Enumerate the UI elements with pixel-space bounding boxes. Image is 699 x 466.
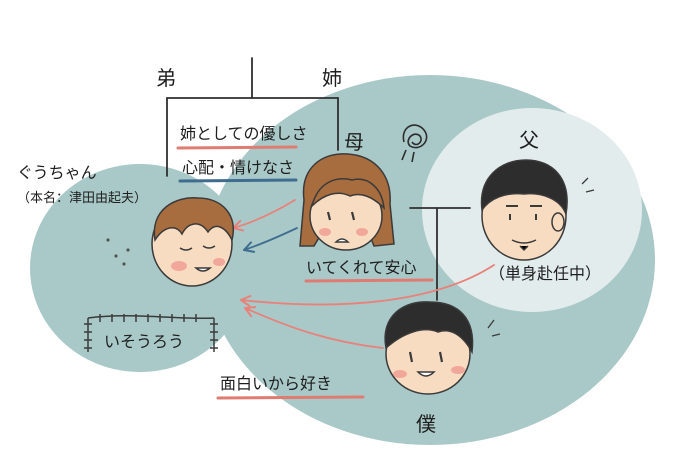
arrow-worry <box>243 227 298 253</box>
arrow-relief <box>240 264 495 307</box>
underline-kindness <box>176 145 298 150</box>
father-mark-icon <box>581 177 595 193</box>
arrow-kindness <box>232 199 296 232</box>
me-face <box>384 301 474 395</box>
feeling-underlines <box>176 145 434 400</box>
feeling-sister-worry: 心配・情けなさ <box>182 158 295 177</box>
underline-fun <box>216 395 365 400</box>
guchan-face <box>151 197 234 287</box>
father-label: 父 <box>519 128 539 152</box>
feeling-me-fun: 面白いから好き <box>220 374 333 393</box>
father-status-label: （単身赴任中） <box>489 264 602 283</box>
feeling-sister-kindness: 姉としての優しさ <box>180 124 308 143</box>
sweat-marks-icon <box>106 238 130 266</box>
scribble-worry-icon <box>401 124 428 163</box>
feeling-arrows <box>232 199 495 349</box>
me-label: 僕 <box>416 412 436 436</box>
sister-label: 姉 <box>322 66 342 90</box>
father-face <box>480 159 568 261</box>
brother-label: 弟 <box>156 66 176 90</box>
feeling-mother-relief: いてくれて安心 <box>306 258 417 277</box>
underline-worry <box>178 178 298 183</box>
mother-label: 母 <box>344 130 364 154</box>
guchan-status-frame <box>84 314 218 352</box>
guchan-real-name-label: （本名：津田由起夫） <box>17 191 148 206</box>
underline-relief <box>304 278 434 283</box>
guchan-status-label: いそうろう <box>104 332 185 351</box>
me-mark-icon <box>487 319 501 337</box>
mother-face <box>299 153 395 251</box>
arrow-fun <box>244 306 384 349</box>
family-tree-lines <box>166 57 471 301</box>
guchan-name-label: ぐうちゃん <box>17 163 97 182</box>
